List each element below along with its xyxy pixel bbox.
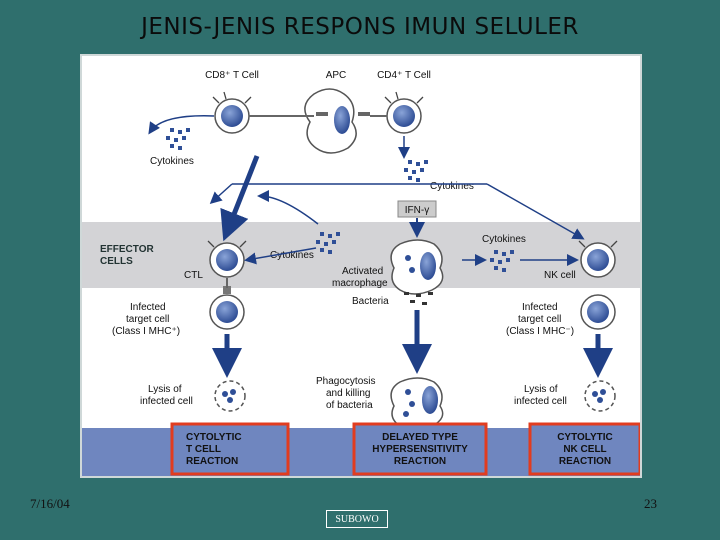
effector-band	[82, 222, 640, 288]
label-bacteria: Bacteria	[352, 296, 389, 307]
footer-author: SUBOWO	[326, 510, 388, 528]
ifn-gamma-box	[397, 200, 437, 218]
reaction-nk-2: NK CELL	[563, 444, 606, 455]
label-lysis-left-2: infected cell	[140, 396, 193, 407]
reaction-dth-1: DELAYED TYPE	[382, 432, 458, 443]
reaction-box-nk: CYTOLYTIC NK CELL REACTION	[528, 422, 642, 476]
reaction-dth-3: REACTION	[394, 456, 446, 467]
label-activated-2: macrophage	[332, 278, 388, 289]
phagocytosis-macrophage	[390, 377, 444, 430]
label-infected-right-1: Infected	[522, 302, 558, 313]
bacteria-dots	[404, 292, 433, 305]
lysed-cell-left	[214, 380, 246, 412]
label-effector-2: CELLS	[100, 256, 133, 267]
label-infected-left-3: (Class I MHC⁺)	[112, 326, 180, 337]
ctl-cell	[207, 240, 247, 278]
nk-cell	[578, 240, 618, 278]
infected-cell-right	[580, 294, 616, 330]
label-cd4: CD4⁺ T Cell	[377, 70, 431, 81]
reaction-box-ctl: CYTOLYTIC T CELL REACTION	[170, 422, 290, 476]
immune-response-diagram: CD8⁺ T Cell APC CD4⁺ T Cell Cytokines Cy…	[80, 54, 642, 478]
reaction-ctl-3: REACTION	[186, 456, 238, 467]
label-infected-right-2: target cell	[518, 314, 561, 325]
label-effector-1: EFFECTOR	[100, 244, 154, 255]
label-cytokines-left: Cytokines	[150, 156, 194, 167]
label-cytokines-mid: Cytokines	[270, 250, 314, 261]
label-nk-cell: NK cell	[544, 270, 576, 281]
label-lysis-right-1: Lysis of	[524, 384, 558, 395]
cd4-t-cell	[384, 91, 424, 134]
infected-cell-left	[209, 286, 245, 330]
apc-cell	[304, 88, 370, 154]
activated-macrophage	[390, 239, 444, 295]
reaction-dth-2: HYPERSENSITIVITY	[372, 444, 468, 455]
label-cytokines-center: Cytokines	[430, 181, 474, 192]
slide-title: JENIS-JENIS RESPONS IMUN SELULER	[141, 14, 579, 40]
cytokine-cluster-right	[490, 250, 514, 272]
label-ctl: CTL	[184, 270, 203, 281]
label-infected-left-2: target cell	[126, 314, 169, 325]
lysed-cell-right	[584, 380, 616, 412]
reaction-ctl-1: CYTOLYTIC	[186, 432, 242, 443]
label-lysis-left-1: Lysis of	[148, 384, 182, 395]
reaction-box-dth: DELAYED TYPE HYPERSENSITIVITY REACTION	[352, 422, 488, 476]
cd8-t-cell	[212, 91, 252, 134]
reaction-nk-3: REACTION	[559, 456, 611, 467]
label-phago-1: Phagocytosis	[316, 376, 375, 387]
label-cytokines-right: Cytokines	[482, 234, 526, 245]
footer-page-number: 23	[644, 496, 657, 511]
cytokine-cluster-center	[404, 160, 428, 182]
cytokine-cluster-mid	[316, 232, 340, 254]
cytokine-cluster-left	[166, 128, 190, 150]
label-activated-1: Activated	[342, 266, 383, 277]
label-lysis-right-2: infected cell	[514, 396, 567, 407]
label-cd8: CD8⁺ T Cell	[205, 70, 259, 81]
label-phago-2: and killing	[326, 388, 370, 399]
diagram-svg: CD8⁺ T Cell APC CD4⁺ T Cell Cytokines Cy…	[82, 70, 642, 476]
reaction-ctl-2: T CELL	[186, 444, 221, 455]
footer-date: 7/16/04	[30, 496, 70, 511]
label-ifn-gamma: IFN-γ	[405, 205, 429, 216]
label-phago-3: of bacteria	[326, 400, 373, 411]
label-apc: APC	[326, 70, 347, 81]
label-infected-right-3: (Class I MHC⁻)	[506, 326, 574, 337]
reaction-nk-1: CYTOLYTIC	[557, 432, 613, 443]
label-infected-left-1: Infected	[130, 302, 166, 313]
